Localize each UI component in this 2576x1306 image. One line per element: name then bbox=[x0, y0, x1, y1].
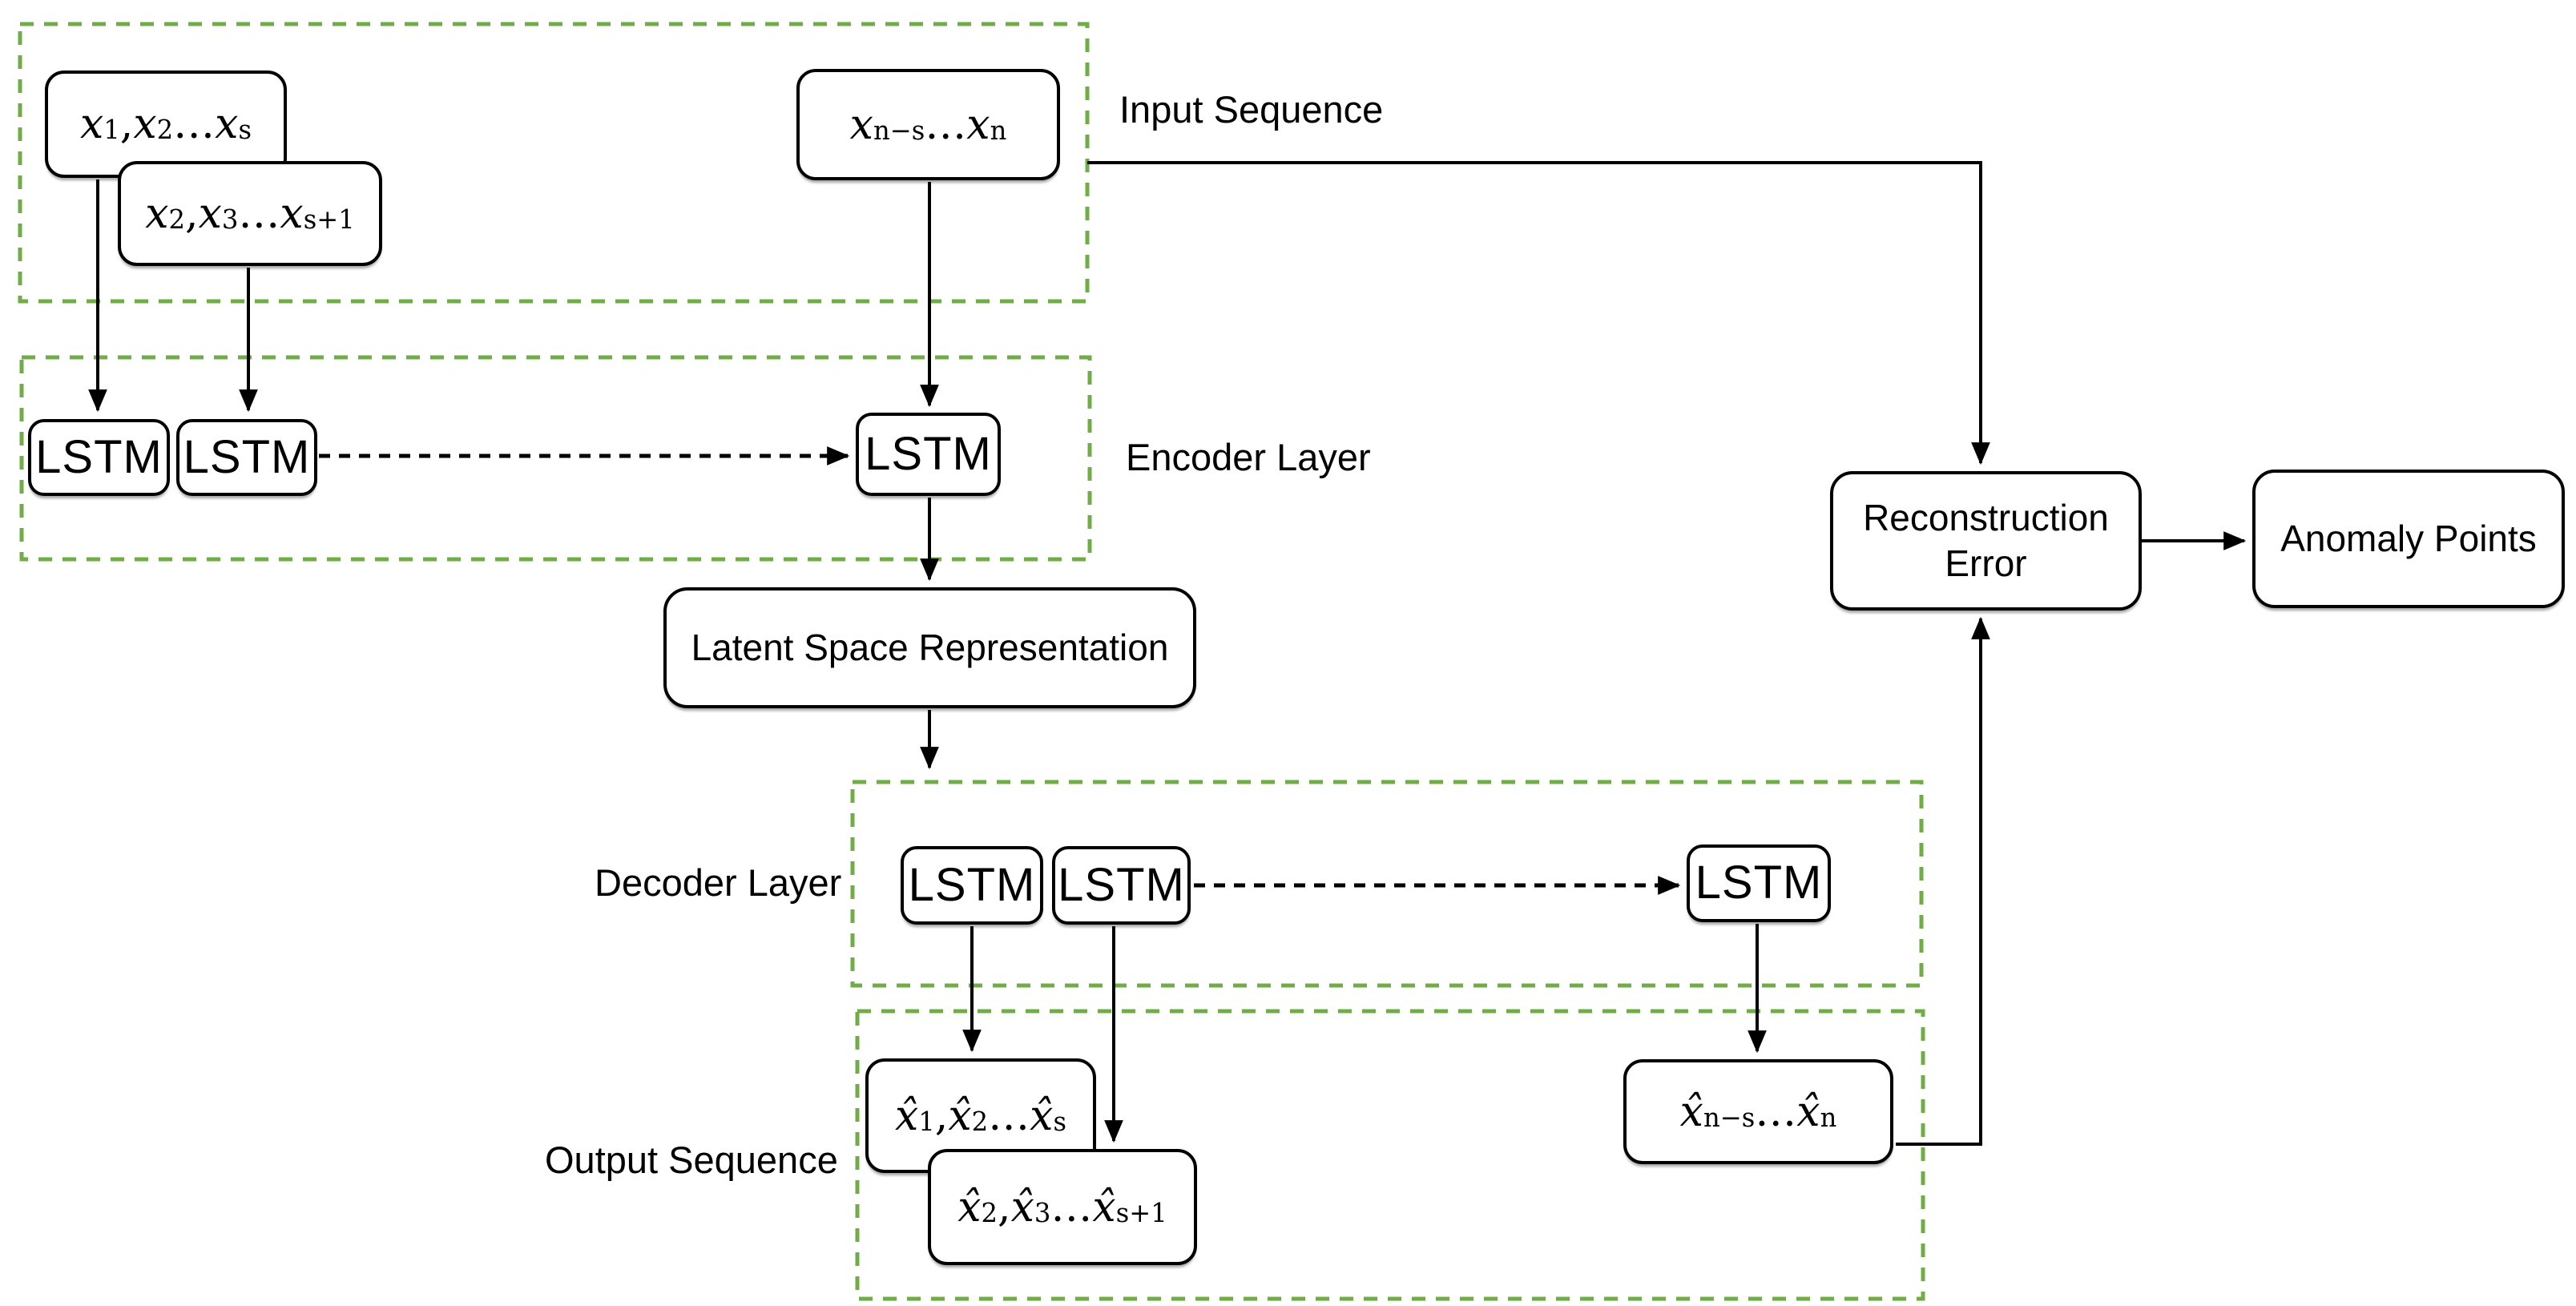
node-output-window-2: x̂2, x̂3…x̂s+1 bbox=[928, 1149, 1197, 1265]
node-reconstruction-error: Reconstruction Error bbox=[1830, 471, 2142, 611]
node-latent-space: Latent Space Representation bbox=[663, 587, 1196, 708]
output-sequence-label: Output Sequence bbox=[545, 1139, 838, 1181]
conn-output-sequence-to-reconstruction bbox=[1896, 616, 1990, 1146]
input-sequence-label: Input Sequence bbox=[1119, 88, 1384, 131]
node-output-window-n: x̂n−s … x̂n bbox=[1623, 1059, 1893, 1164]
node-anomaly-points: Anomaly Points bbox=[2252, 470, 2565, 608]
group-frame-decoder-layer bbox=[850, 780, 1924, 988]
node-decoder-lstm-1: LSTM bbox=[901, 846, 1043, 925]
node-decoder-lstm-3: LSTM bbox=[1687, 844, 1831, 922]
group-frame-output-sequence bbox=[855, 1009, 1925, 1301]
conn-input-sequence-to-reconstruction bbox=[1087, 161, 1990, 466]
encoder-layer-label: Encoder Layer bbox=[1126, 436, 1371, 478]
node-encoder-lstm-3: LSTM bbox=[856, 413, 1001, 496]
node-encoder-lstm-2: LSTM bbox=[176, 419, 317, 496]
node-encoder-lstm-1: LSTM bbox=[28, 419, 170, 496]
node-decoder-lstm-2: LSTM bbox=[1052, 846, 1191, 925]
decoder-layer-label: Decoder Layer bbox=[595, 861, 842, 904]
group-frame-encoder-layer bbox=[19, 355, 1092, 562]
